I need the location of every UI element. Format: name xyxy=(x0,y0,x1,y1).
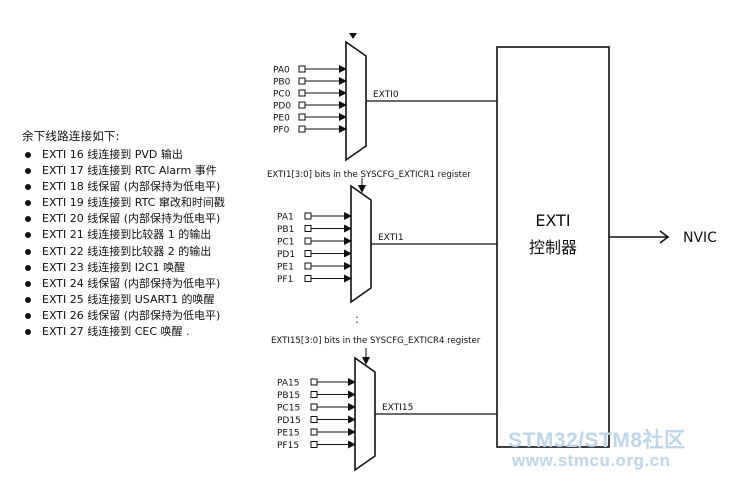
note-item: EXTI 23 线连接到 I2C1 唤醒 xyxy=(22,260,272,276)
note-item: EXTI 18 线保留 (内部保持为低电平) xyxy=(22,179,272,195)
note-item: EXTI 27 线连接到 CEC 唤醒 . xyxy=(22,324,272,340)
input-pin-icon xyxy=(310,416,318,423)
mux-input-label: PD1 xyxy=(277,250,295,260)
mux-input-label: PD15 xyxy=(277,416,301,426)
note-text: EXTI 19 线连接到 RTC 窜改和时间戳 xyxy=(42,196,225,210)
input-pin-icon xyxy=(304,250,312,257)
note-item: EXTI 19 线连接到 RTC 窜改和时间戳 xyxy=(22,195,272,211)
nvic-arrow-head xyxy=(659,230,670,244)
watermark-community: STM32/STM8社区 xyxy=(508,429,686,452)
input-pin-icon xyxy=(304,275,312,282)
input-pin-icon xyxy=(304,237,312,245)
notes-list: EXTI 16 线连接到 PVD 输出 EXTI 17 线连接到 RTC Alar… xyxy=(22,147,272,340)
input-pin-icon xyxy=(298,77,306,85)
note-text: EXTI 24 线保留 (内部保持为低电平) xyxy=(42,276,221,290)
mux-output-label: EXTI15 xyxy=(382,403,413,413)
mux-select-label: EXTI15[3:0] bits in the SYSCFG_EXTICR4 r… xyxy=(271,336,481,346)
mux-input-label: PA15 xyxy=(277,379,299,389)
note-text: EXTI 23 线连接到 I2C1 唤醒 xyxy=(42,260,186,274)
notes-heading: 余下线路连接如下: xyxy=(22,129,120,143)
mux-input-label: PE15 xyxy=(277,429,300,439)
bullet-icon xyxy=(25,264,31,271)
mux-output-label: EXTI0 xyxy=(373,90,399,100)
input-pin-icon xyxy=(310,441,318,448)
bullet-icon xyxy=(25,280,31,287)
input-pin-icon xyxy=(310,391,318,398)
mux-body xyxy=(354,356,376,472)
input-pin-icon xyxy=(298,101,306,109)
note-item: EXTI 20 线保留 (内部保持为低电平) xyxy=(22,211,272,227)
bullet-icon xyxy=(25,232,31,239)
exti-block-subtitle: 控制器 xyxy=(529,238,577,257)
mux-ellipsis: : xyxy=(355,312,359,326)
mux-output-label: EXTI1 xyxy=(378,233,404,243)
note-text: EXTI 22 线连接到比较器 2 的输出 xyxy=(42,244,212,258)
mux-body xyxy=(350,184,372,304)
bullet-icon xyxy=(25,329,31,336)
input-pin-icon xyxy=(304,225,312,232)
bullet-icon xyxy=(25,312,31,319)
mux-input-label: PF0 xyxy=(273,126,290,136)
bullet-icon xyxy=(25,296,31,303)
exti-block-title: EXTI xyxy=(535,211,570,230)
note-text: EXTI 16 线连接到 PVD 输出 xyxy=(42,148,183,161)
mux-input-label: PB15 xyxy=(277,391,300,401)
input-pin-icon xyxy=(298,125,306,133)
note-item: EXTI 22 线连接到比较器 2 的输出 xyxy=(22,244,272,260)
input-pin-icon xyxy=(298,89,306,97)
exti-notes: 余下线路连接如下: EXTI 16 线连接到 PVD 输出 EXTI 17 线连接… xyxy=(22,128,272,340)
note-text: EXTI 25 线连接到 USART1 的唤醒 xyxy=(42,292,215,306)
bullet-icon xyxy=(25,248,31,255)
mux-input-label: PC15 xyxy=(277,404,300,414)
note-text: EXTI 21 线连接到比较器 1 的输出 xyxy=(42,228,212,242)
mux-input-label: PA1 xyxy=(277,213,294,223)
input-pin-icon xyxy=(304,212,312,220)
mux-input-label: PB0 xyxy=(273,78,291,88)
input-pin-icon xyxy=(310,428,318,436)
mux-input-label: PF15 xyxy=(277,441,299,451)
mux-input-label: PE0 xyxy=(273,114,290,124)
mux-select-label: EXTI1[3:0] bits in the SYSCFG_EXTICR1 re… xyxy=(267,170,471,180)
note-text: EXTI 20 线保留 (内部保持为低电平) xyxy=(42,212,221,226)
note-text: EXTI 26 线保留 (内部保持为低电平) xyxy=(42,308,221,322)
mux-input-label: PD0 xyxy=(273,102,291,112)
mux-input-label: PC1 xyxy=(277,238,294,248)
nvic-label: NVIC xyxy=(683,230,717,246)
watermark-url: www.stmcu.org.cn xyxy=(512,451,671,470)
bullet-icon xyxy=(25,152,31,158)
input-pin-icon xyxy=(310,403,318,411)
note-text: EXTI 18 线保留 (内部保持为低电平) xyxy=(42,180,221,194)
input-pin-icon xyxy=(298,65,306,73)
mux-body xyxy=(345,40,367,162)
bullet-icon xyxy=(25,184,31,191)
note-text: EXTI 17 线连接到 RTC Alarm 事件 xyxy=(42,164,217,178)
select-arrow-icon xyxy=(349,33,357,39)
note-item: EXTI 16 线连接到 PVD 输出 xyxy=(22,147,272,163)
bullet-icon xyxy=(25,216,31,223)
input-pin-icon xyxy=(310,378,318,386)
exti-controller-block xyxy=(496,46,610,448)
input-pin-icon xyxy=(304,262,312,270)
bullet-icon xyxy=(25,200,31,207)
note-item: EXTI 25 线连接到 USART1 的唤醒 xyxy=(22,292,272,308)
mux-input-label: PE1 xyxy=(277,263,294,273)
note-item: EXTI 24 线保留 (内部保持为低电平) xyxy=(22,276,272,292)
bullet-icon xyxy=(25,168,31,175)
note-item: EXTI 21 线连接到比较器 1 的输出 xyxy=(22,227,272,243)
mux-input-label: PB1 xyxy=(277,225,294,235)
note-text: EXTI 27 线连接到 CEC 唤醒 . xyxy=(42,325,190,339)
mux-input-label: PC0 xyxy=(273,90,291,100)
note-item: EXTI 26 线保留 (内部保持为低电平) xyxy=(22,308,272,324)
mux-input-label: PA0 xyxy=(273,66,290,76)
mux-input-label: PF1 xyxy=(277,275,293,285)
note-item: EXTI 17 线连接到 RTC Alarm 事件 xyxy=(22,163,272,179)
input-pin-icon xyxy=(298,113,306,121)
